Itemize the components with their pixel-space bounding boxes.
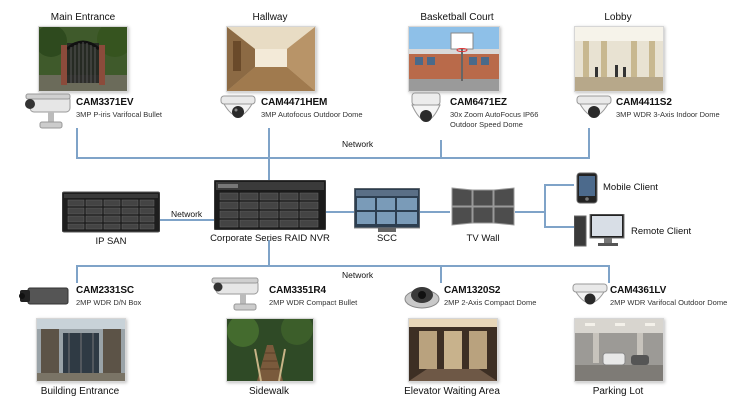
- compact-bullet-camera-icon: [210, 276, 264, 312]
- bottom-drop-1: [76, 265, 78, 283]
- elevator-waiting-area-photo: [408, 318, 498, 382]
- scc-tvwall-link: [420, 211, 450, 213]
- location-sidewalk: Sidewalk: [248, 386, 290, 397]
- model-cam3351r4: CAM3351R4: [269, 285, 326, 296]
- bottom-drop-3: [440, 265, 442, 283]
- desc-cam2331sc: 2MP WDR D/N Box: [76, 298, 142, 307]
- speed-dome-camera-icon: [408, 92, 444, 134]
- top-drop-4: [588, 128, 590, 159]
- network-label-bottom: Network: [342, 270, 374, 280]
- location-main-entrance: Main Entrance: [50, 12, 116, 23]
- desc-cam4411s2: 3MP WDR 3-Axis Indoor Dome: [616, 110, 720, 119]
- outdoor-dome-camera-icon: [570, 282, 610, 312]
- location-hallway: Hallway: [252, 12, 288, 23]
- desc-cam6471ez-line1: 30x Zoom AutoFocus IP66: [450, 110, 539, 119]
- model-cam2331sc: CAM2331SC: [76, 285, 135, 296]
- nvr-downlink: [268, 240, 270, 266]
- location-lobby: Lobby: [604, 12, 632, 23]
- mobile-branch: [544, 184, 574, 186]
- desc-cam4361lv: 2MP WDR Varifocal Outdoor Dome: [610, 298, 728, 307]
- desktop-computer-icon: [574, 214, 626, 248]
- main-entrance-photo: [38, 26, 128, 92]
- nvr-scc-link: [325, 211, 355, 213]
- model-cam3371ev: CAM3371EV: [76, 97, 134, 108]
- top-drop-2: [268, 128, 270, 159]
- ip-san-rack-icon: [62, 190, 160, 234]
- remote-branch: [544, 226, 574, 228]
- location-elevator-waiting-area: Elevator Waiting Area: [404, 386, 500, 397]
- top-drop-1: [76, 128, 78, 159]
- indoor-dome-camera-icon: [574, 94, 614, 126]
- location-building-entrance: Building Entrance: [40, 386, 120, 397]
- remote-client-label: Remote Client: [631, 226, 692, 237]
- model-cam6471ez: CAM6471EZ: [450, 97, 507, 108]
- location-parking-lot: Parking Lot: [592, 386, 644, 397]
- desc-cam1320s2: 2MP 2-Axis Compact Dome: [444, 298, 537, 307]
- network-label-top: Network: [342, 139, 374, 149]
- scc-label: SCC: [376, 233, 398, 244]
- bottom-drop-4: [608, 265, 610, 283]
- parking-lot-photo: [574, 318, 664, 382]
- model-cam4411s2: CAM4411S2: [616, 97, 672, 108]
- desc-cam3371ev: 3MP P-iris Varifocal Bullet: [76, 110, 163, 119]
- desc-cam4471hem: 3MP Autofocus Outdoor Dome: [261, 110, 363, 119]
- tvwall-client-link: [515, 211, 545, 213]
- model-cam1320s2: CAM1320S2: [444, 285, 501, 296]
- lobby-photo: [574, 26, 664, 92]
- scc-monitor-icon: [354, 188, 420, 232]
- top-network-bus: [76, 157, 589, 159]
- nvr-label: Corporate Series RAID NVR: [210, 233, 330, 244]
- location-basketball-court: Basketball Court: [420, 12, 494, 23]
- model-cam4361lv: CAM4361LV: [610, 285, 667, 296]
- sidewalk-photo: [226, 318, 314, 382]
- nvr-uplink: [268, 157, 270, 181]
- desc-cam6471ez-line2: Outdoor Speed Dome: [450, 120, 523, 129]
- compact-dome-camera-icon: [404, 283, 440, 309]
- dome-camera-icon: [218, 94, 258, 126]
- tv-wall-icon: [450, 184, 516, 230]
- mobile-client-label: Mobile Client: [603, 182, 658, 193]
- model-cam4471hem: CAM4471HEM: [261, 97, 328, 108]
- nvr-rack-icon: [214, 180, 326, 230]
- hallway-photo: [226, 26, 316, 92]
- desc-cam3351r4: 2MP WDR Compact Bullet: [269, 298, 358, 307]
- bottom-network-bus: [76, 265, 609, 267]
- box-camera-icon: [18, 284, 70, 308]
- ip-san-label: IP SAN: [95, 236, 127, 247]
- bullet-camera-icon: [22, 92, 76, 130]
- top-drop-3: [440, 140, 442, 159]
- tv-wall-label: TV Wall: [466, 233, 500, 244]
- building-entrance-photo: [36, 318, 126, 382]
- client-branch-vertical: [544, 184, 546, 227]
- basketball-court-photo: [408, 26, 500, 92]
- mobile-phone-icon: [576, 172, 598, 204]
- san-nvr-link: [160, 219, 215, 221]
- network-label-mid: Network: [171, 209, 203, 219]
